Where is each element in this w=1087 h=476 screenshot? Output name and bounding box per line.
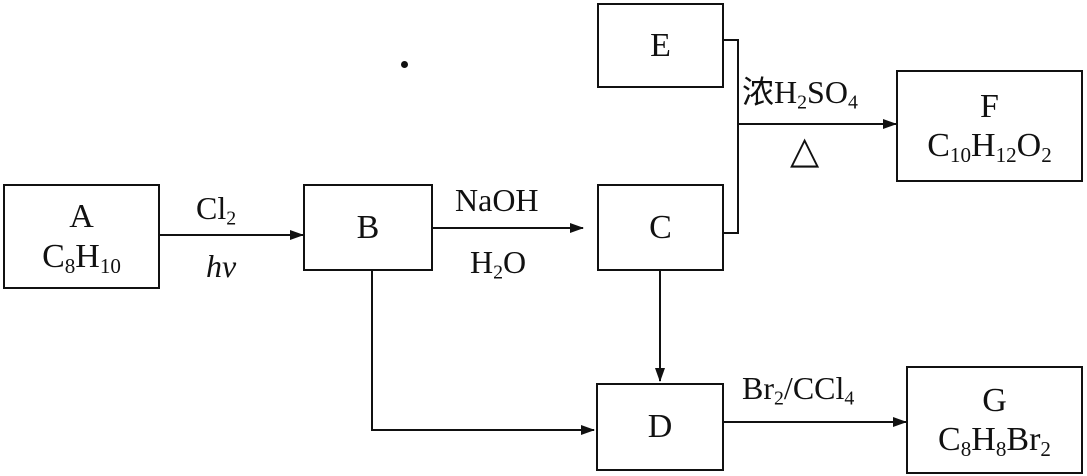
node-g-formula: C8H8Br2: [938, 421, 1051, 461]
node-f: F C10H12O2: [896, 70, 1083, 182]
arrow-b-to-d: [371, 270, 595, 435]
condition-b-c-reagent: NaOH: [455, 182, 539, 218]
node-e-name: E: [650, 26, 671, 64]
node-f-formula: C10H12O2: [927, 127, 1052, 167]
node-g-name: G: [982, 381, 1007, 419]
node-b-name: B: [356, 208, 380, 246]
condition-e-f-heat: △: [790, 130, 820, 172]
stray-dot: [401, 61, 408, 68]
node-b: B: [303, 184, 433, 271]
node-f-name: F: [980, 87, 999, 125]
condition-e-f-catalyst: 浓H2SO4: [742, 74, 858, 114]
node-e: E: [597, 3, 724, 88]
node-g: G C8H8Br2: [906, 366, 1083, 474]
node-a-formula: C8H10: [42, 237, 121, 278]
node-d: D: [596, 383, 724, 471]
bracket-e-c: [724, 39, 739, 234]
condition-d-g-reagent: Br2/CCl4: [742, 370, 855, 410]
condition-a-b-reagent: Cl2: [196, 190, 237, 230]
condition-a-b-light: hv: [206, 248, 237, 284]
node-c: C: [597, 184, 724, 271]
node-a-name: A: [69, 198, 94, 236]
node-c-name: C: [649, 208, 672, 246]
node-a: A C8H10: [3, 184, 160, 289]
node-d-name: D: [647, 408, 673, 446]
condition-b-c-solvent: H2O: [470, 244, 527, 284]
